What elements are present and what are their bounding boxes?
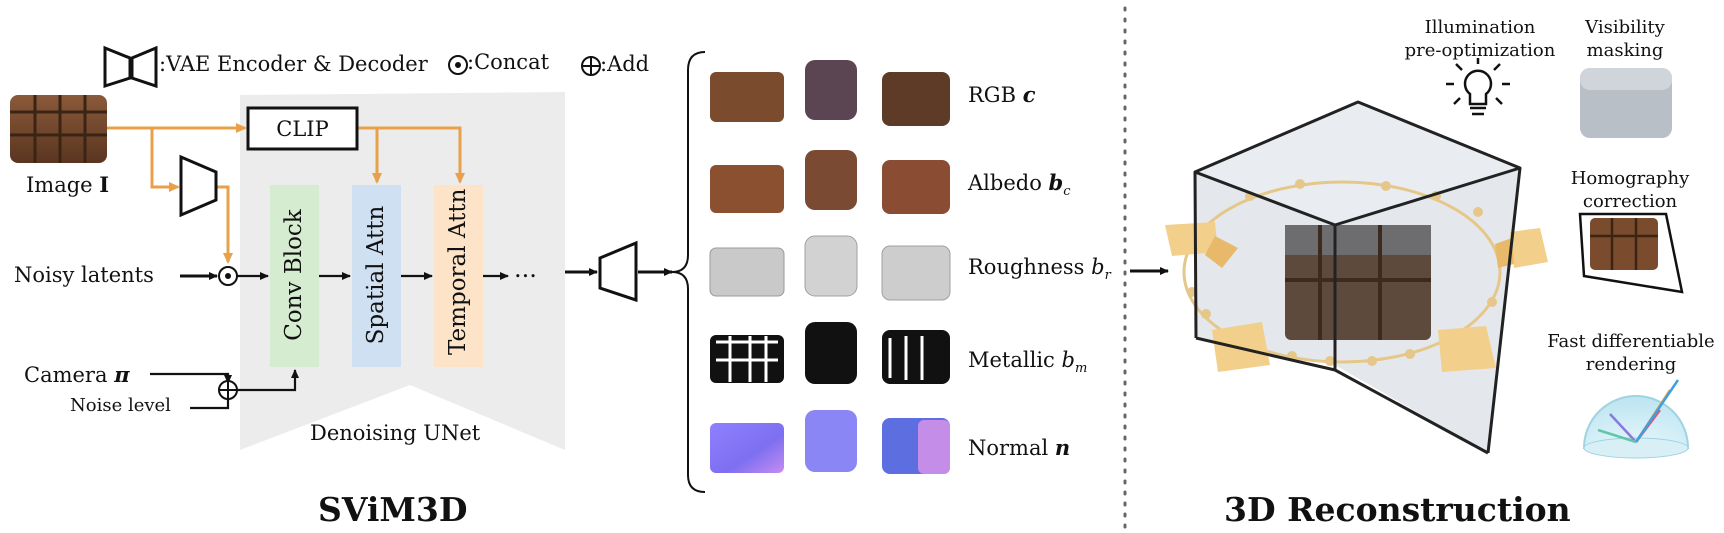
left-section-title: SViM3D <box>318 490 468 529</box>
clip-label: CLIP <box>276 117 329 141</box>
conv-block <box>270 185 319 367</box>
albedo-thumbnails <box>710 150 950 214</box>
spatial-attn-label: Spatial Attn <box>363 205 389 345</box>
camera-line <box>150 372 232 384</box>
decoder-icon <box>598 240 638 303</box>
vae-icon <box>103 45 158 89</box>
noisy-latents-label: Noisy latents <box>14 263 154 287</box>
conv-block-label: Conv Block <box>281 209 307 341</box>
unet-hourglass <box>240 92 565 450</box>
encoder-icon <box>179 154 218 218</box>
right-section-title: 3D Reconstruction <box>1224 490 1571 529</box>
visibility-mask-image <box>1580 68 1672 138</box>
metallic-thumbnails <box>710 322 950 384</box>
output-label-metallic: Metallic bm <box>968 348 1088 377</box>
normal-thumbnails <box>710 410 950 474</box>
temporal-attn-block <box>434 185 483 367</box>
camera-label: Camera π <box>24 362 130 387</box>
roughness-thumbnails <box>709 235 951 301</box>
temporal-attn-label: Temporal Attn <box>445 188 471 355</box>
legend-add-label: :Add <box>600 52 650 76</box>
rgb-thumbnails <box>710 60 950 126</box>
clip-box <box>246 106 359 151</box>
add-icon <box>581 56 601 76</box>
unet-label: Denoising UNet <box>310 421 481 445</box>
homography-image <box>1578 212 1684 294</box>
legend-concat-label: :Concat <box>467 50 550 74</box>
bulb-icon <box>1446 58 1510 116</box>
output-brace <box>671 51 706 493</box>
encoder-to-concat-arrow <box>215 185 233 264</box>
noise-line <box>190 398 230 410</box>
clip-to-temporal-arrow <box>377 126 465 184</box>
output-label-roughness: Roughness br <box>968 255 1111 284</box>
image-to-encoder-arrow <box>150 128 180 192</box>
ellipsis-label: ... <box>514 255 537 283</box>
noise-level-label: Noise level <box>70 395 171 416</box>
legend-vae-label: :VAE Encoder & Decoder <box>159 52 428 76</box>
add-to-conv-arrow <box>237 369 299 392</box>
reconstruction-cube <box>1165 100 1548 455</box>
add-node <box>218 380 238 400</box>
output-label-normal: Normal n <box>968 435 1071 460</box>
concat-icon <box>448 55 468 75</box>
input-image-chest <box>10 95 107 163</box>
spatial-attn-block <box>352 185 401 367</box>
rendering-dome-icon <box>1582 379 1690 459</box>
output-label-rgb: RGB c <box>968 82 1036 107</box>
output-label-albedo: Albedo bc <box>968 170 1071 200</box>
camera-orbit <box>1182 180 1502 364</box>
image-label: Image I <box>26 172 110 197</box>
